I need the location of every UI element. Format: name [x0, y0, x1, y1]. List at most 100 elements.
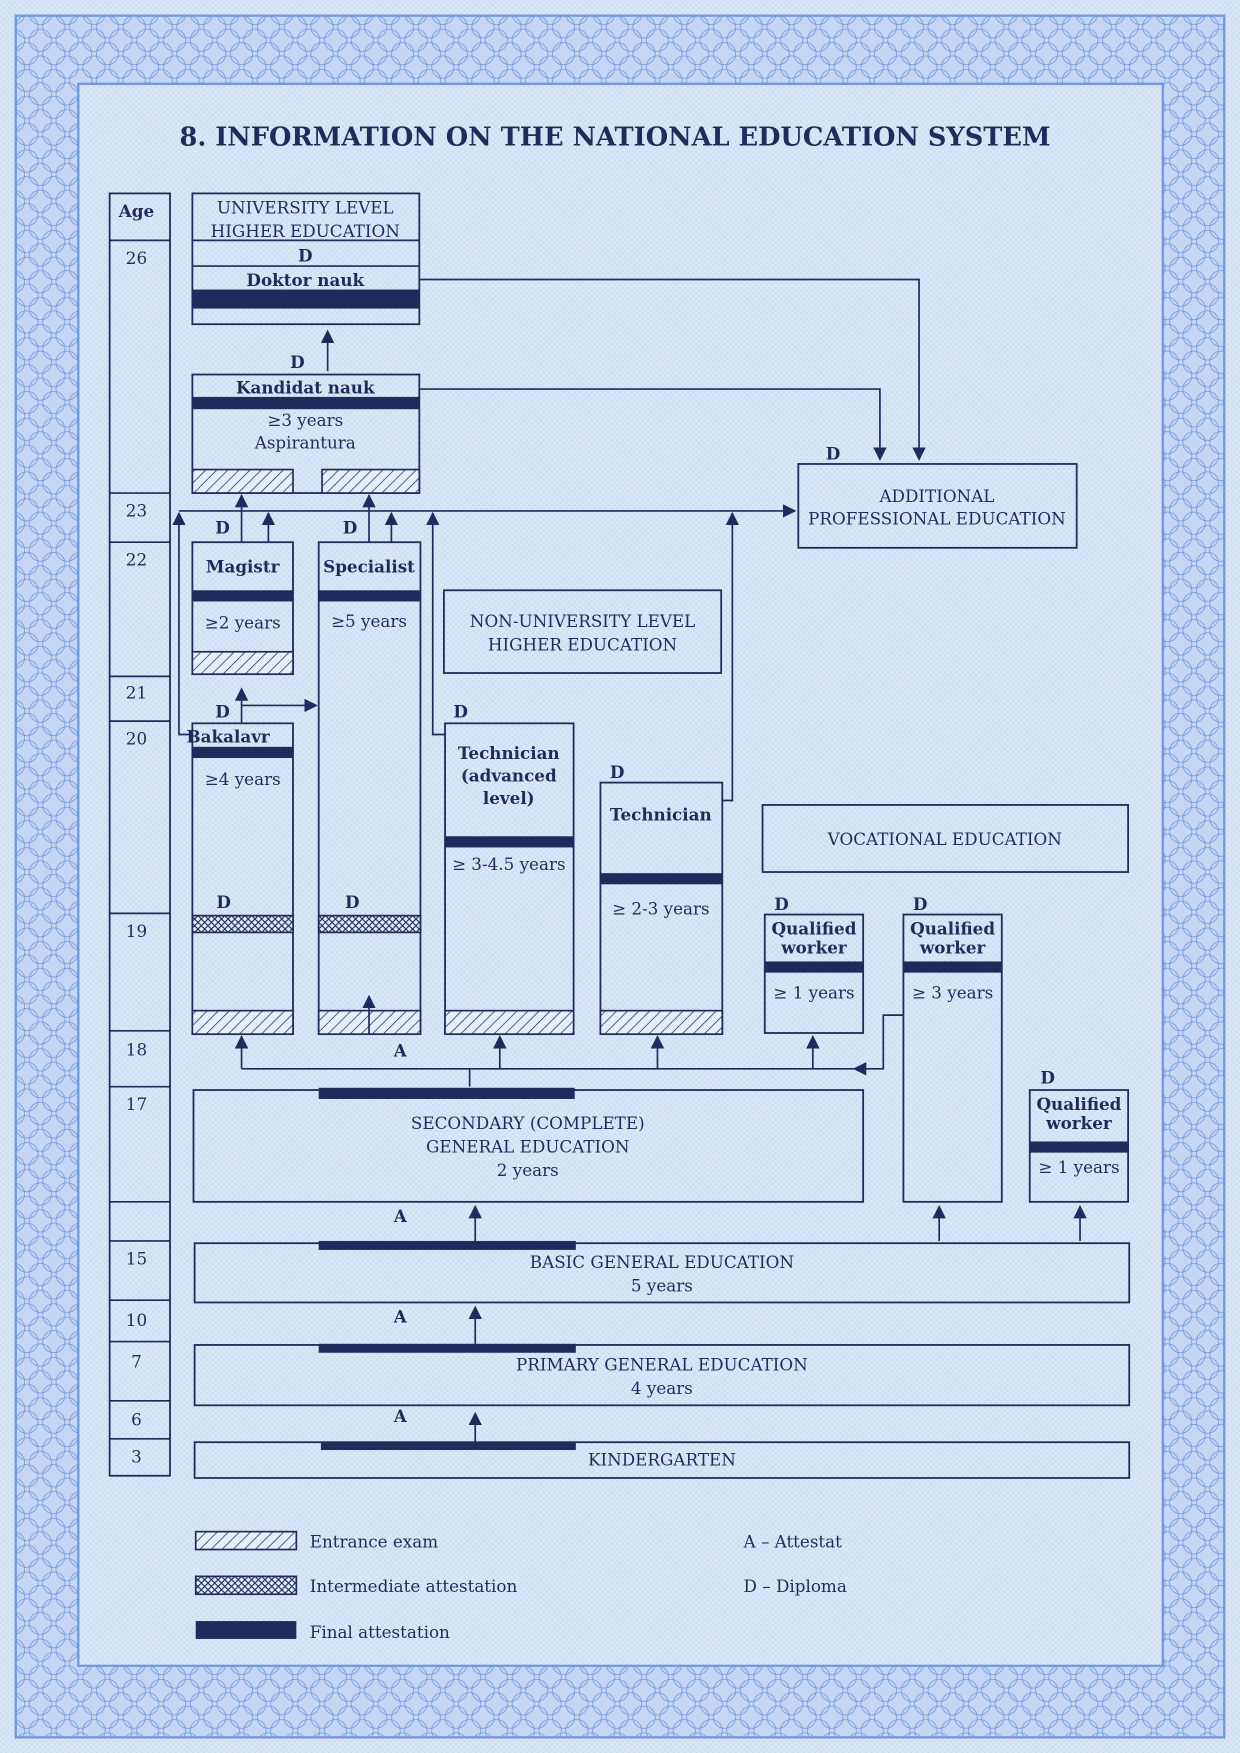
- additional-professional-education-box: D ADDITIONAL PROFESSIONAL EDUCATION: [797, 443, 1078, 549]
- age-label: 7: [131, 1351, 142, 1371]
- primary-label: PRIMARY GENERAL EDUCATION: [516, 1355, 808, 1375]
- guilloche-border: [14, 14, 1226, 1739]
- qualified-worker-2-box: D Qualified worker ≥ 3 years: [902, 894, 1003, 1203]
- qualified-worker-1-box: D Qualified worker ≥ 1 years: [763, 894, 865, 1034]
- secondary-duration: 2 years: [497, 1160, 559, 1180]
- qualified-worker-label: Qualified: [910, 919, 995, 939]
- primary-award: A: [393, 1307, 408, 1327]
- specialist-intermediate-award: D: [345, 892, 360, 912]
- secondary-label: GENERAL EDUCATION: [426, 1137, 630, 1157]
- kandidat-duration: ≥3 years: [267, 410, 343, 430]
- basic-duration: 5 years: [631, 1275, 693, 1295]
- age-column: Age 26 23 22 21 20 19 18 17 15 10 7 6 3: [108, 192, 171, 1477]
- kandidat-award: D: [290, 352, 305, 372]
- technician-label: Technician: [610, 805, 712, 825]
- age-label: 21: [126, 683, 147, 703]
- legend-diploma: D – Diploma: [744, 1576, 847, 1596]
- additional-award: D: [826, 443, 841, 463]
- bakalavr-award: D: [215, 702, 230, 722]
- doktor-nauk-box: UNIVERSITY LEVEL HIGHER EDUCATION D Dokt…: [191, 192, 421, 326]
- qualified-worker-duration: ≥ 1 years: [773, 982, 854, 1002]
- age-label: 20: [126, 729, 147, 749]
- kindergarten-box: KINDERGARTEN: [193, 1441, 1131, 1479]
- specialist-box: D Specialist ≥5 years D: [317, 517, 422, 1036]
- intermediate-attestation-swatch: [194, 1575, 298, 1596]
- qualified-worker-award: D: [913, 894, 928, 914]
- technician-advanced-box: D Technician (advanced level) ≥ 3-4.5 ye…: [444, 702, 575, 1036]
- qualified-worker-label: worker: [1045, 1113, 1112, 1133]
- technician-advanced-award: D: [453, 702, 468, 722]
- age-header: Age: [118, 201, 154, 221]
- non-university-heading: HIGHER EDUCATION: [488, 635, 677, 655]
- age-label: 18: [126, 1039, 147, 1059]
- age-label: 6: [131, 1409, 142, 1429]
- qualified-worker-label: Qualified: [772, 919, 857, 939]
- age-label: 15: [126, 1248, 147, 1268]
- basic-label: BASIC GENERAL EDUCATION: [530, 1252, 794, 1272]
- age-label: 19: [126, 921, 147, 941]
- additional-label: PROFESSIONAL EDUCATION: [808, 508, 1066, 528]
- qualified-worker-label: worker: [919, 938, 986, 958]
- magistr-duration: ≥2 years: [205, 612, 281, 632]
- qualified-worker-label: Qualified: [1036, 1094, 1121, 1114]
- magistr-box: D Magistr ≥2 years: [191, 517, 294, 676]
- vocational-heading-box: VOCATIONAL EDUCATION: [761, 804, 1130, 873]
- kandidat-program: Aspirantura: [254, 432, 356, 452]
- magistr-award: D: [215, 517, 230, 537]
- vocational-heading: VOCATIONAL EDUCATION: [827, 829, 1062, 849]
- age-label: 23: [126, 501, 147, 521]
- final-attestation-swatch: [195, 1621, 297, 1639]
- secondary-award: A: [393, 1040, 408, 1060]
- qualified-worker-award: D: [1040, 1067, 1055, 1087]
- age-label: 26: [126, 248, 147, 268]
- university-heading: UNIVERSITY LEVEL: [217, 198, 394, 218]
- legend-final-attestation: Final attestation: [310, 1622, 450, 1642]
- legend-intermediate-attestation: Intermediate attestation: [310, 1576, 518, 1596]
- kindergarten-label: KINDERGARTEN: [588, 1450, 736, 1470]
- non-university-heading: NON-UNIVERSITY LEVEL: [470, 611, 695, 631]
- bakalavr-intermediate-award: D: [216, 892, 231, 912]
- specialist-duration: ≥5 years: [331, 611, 407, 631]
- technician-advanced-label: (advanced: [461, 765, 557, 785]
- primary-education-box: PRIMARY GENERAL EDUCATION 4 years: [193, 1343, 1131, 1407]
- specialist-award: D: [343, 517, 358, 537]
- basic-award: A: [393, 1206, 408, 1226]
- bakalavr-box: D Bakalavr ≥4 years D: [187, 702, 294, 1036]
- bakalavr-duration: ≥4 years: [205, 769, 281, 789]
- age-label: 22: [126, 550, 147, 570]
- magistr-label: Magistr: [206, 556, 280, 576]
- doktor-award: D: [298, 246, 313, 266]
- primary-duration: 4 years: [631, 1378, 693, 1398]
- technician-duration: ≥ 2-3 years: [612, 899, 710, 919]
- technician-advanced-label: Technician: [458, 743, 560, 763]
- technician-advanced-label: level): [483, 788, 535, 808]
- kandidat-nauk-box: Kandidat nauk ≥3 years Aspirantura: [191, 373, 421, 494]
- university-heading: HIGHER EDUCATION: [211, 221, 400, 241]
- qualified-worker-award: D: [774, 894, 789, 914]
- legend-entrance-exam: Entrance exam: [310, 1531, 438, 1551]
- age-label: 10: [126, 1310, 147, 1330]
- legend-attestat: A – Attestat: [743, 1531, 843, 1551]
- technician-award: D: [610, 762, 625, 782]
- bakalavr-label: Bakalavr: [187, 726, 270, 746]
- technician-advanced-duration: ≥ 3-4.5 years: [452, 854, 566, 874]
- kindergarten-award: A: [393, 1406, 408, 1426]
- kandidat-label: Kandidat nauk: [236, 378, 375, 398]
- entrance-exam-swatch: [194, 1530, 298, 1551]
- basic-education-box: BASIC GENERAL EDUCATION 5 years: [193, 1240, 1131, 1304]
- technician-box: D Technician ≥ 2-3 years: [599, 762, 724, 1036]
- legend: Entrance exam Intermediate attestation F…: [194, 1530, 847, 1642]
- non-university-heading-box: NON-UNIVERSITY LEVEL HIGHER EDUCATION: [443, 589, 723, 674]
- secondary-education-box: SECONDARY (COMPLETE) GENERAL EDUCATION 2…: [192, 1087, 865, 1203]
- qualified-worker-label: worker: [780, 938, 847, 958]
- qualified-worker-duration: ≥ 1 years: [1038, 1157, 1119, 1177]
- qualified-worker-3-box: D Qualified worker ≥ 1 years: [1028, 1067, 1130, 1203]
- additional-label: ADDITIONAL: [878, 486, 994, 506]
- secondary-label: SECONDARY (COMPLETE): [411, 1113, 645, 1133]
- age-label: 3: [131, 1446, 142, 1466]
- page-title: 8. INFORMATION ON THE NATIONAL EDUCATION…: [179, 122, 1050, 152]
- qualified-worker-duration: ≥ 3 years: [912, 982, 993, 1002]
- specialist-label: Specialist: [323, 556, 415, 576]
